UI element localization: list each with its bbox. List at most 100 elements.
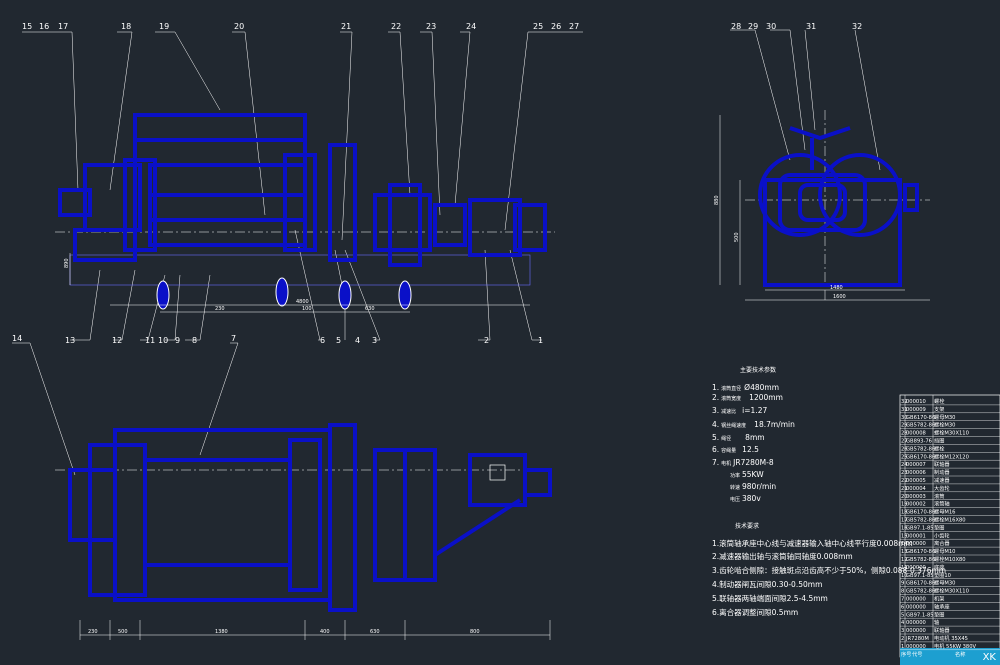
front-bottom-balloons: 13 12 11 10 9 8 6 5 4 3 2 1 bbox=[65, 336, 543, 345]
requirements-block: 技术要求 1.滚筒轴承座中心线与减速器输入轴中心线平行度0.008mm 2.减速… bbox=[712, 522, 946, 617]
title-block-footer bbox=[900, 648, 1000, 665]
balloon-29: 29 bbox=[748, 22, 758, 31]
spec-key: 绳径 bbox=[721, 435, 731, 442]
spec-key: 滚筒宽度 bbox=[721, 395, 741, 402]
footer-no: 序号 bbox=[901, 650, 911, 658]
table-cell-no: 11 bbox=[901, 565, 908, 571]
table-cell-code: 000005 bbox=[906, 478, 926, 484]
spec-no: 7. bbox=[712, 458, 719, 467]
table-cell-no: 5 bbox=[901, 612, 904, 618]
table-cell-no: 20 bbox=[901, 494, 908, 500]
balloon-11: 11 bbox=[145, 336, 155, 345]
front-dim-height: 890 bbox=[64, 258, 70, 268]
requirement-3: 3.齿轮啮合侧隙：接触斑点沿齿高不少于50%，侧隙0.088-0.376mm bbox=[712, 565, 946, 575]
anchor-bolts bbox=[156, 277, 412, 310]
table-cell-no: 25 bbox=[901, 454, 908, 460]
table-cell-name: 螺栓M30X110 bbox=[934, 587, 969, 595]
plan-view: 230 500 1380 400 630 800 14 7 bbox=[12, 334, 552, 640]
balloon-5: 5 bbox=[336, 336, 341, 345]
table-cell-code: 000000 bbox=[906, 541, 926, 547]
handwheel bbox=[789, 126, 851, 141]
table-cell-code: 000000 bbox=[906, 604, 926, 610]
table-cell-no: 2 bbox=[901, 636, 904, 642]
table-cell-no: 8 bbox=[901, 589, 904, 595]
balloon-1: 1 bbox=[538, 336, 543, 345]
balloon-18: 18 bbox=[121, 22, 131, 31]
spec-key: 滚筒直径 bbox=[721, 385, 741, 392]
plan-dim-6: 800 bbox=[470, 629, 480, 635]
side-dim-center: 500 bbox=[734, 232, 740, 242]
table-cell-name: 垫圈 bbox=[934, 523, 944, 531]
plan-gear bbox=[328, 423, 357, 612]
table-cell-code: 000001 bbox=[906, 533, 926, 539]
spec-val: i=1.27 bbox=[742, 406, 767, 415]
table-cell-no: 32 bbox=[901, 399, 908, 405]
table-cell-name: 减速器 bbox=[934, 476, 950, 484]
table-cell-code: GB6170-86 bbox=[906, 581, 935, 587]
table-cell-code: JR7280M bbox=[905, 636, 929, 642]
balloon-17: 17 bbox=[58, 22, 68, 31]
table-cell-code: 000006 bbox=[906, 470, 926, 476]
front-dim-2: 100 bbox=[302, 306, 312, 312]
table-cell-no: 14 bbox=[901, 541, 908, 547]
table-cell-no: 19 bbox=[901, 502, 908, 508]
table-cell-code: GB5782-86 bbox=[906, 518, 935, 524]
table-cell-no: 9 bbox=[901, 581, 904, 587]
spec-no: 2. bbox=[712, 393, 719, 402]
table-cell-code: 000000 bbox=[906, 644, 926, 650]
side-view: 880 500 1480 1600 28 29 30 31 32 bbox=[714, 22, 930, 301]
table-cell-name: 联轴器 bbox=[934, 460, 950, 468]
table-cell-no: 18 bbox=[901, 510, 908, 516]
side-dim-height: 880 bbox=[714, 195, 720, 205]
front-view: 890 230 100 630 4800 15 16 17 18 19 20 2… bbox=[22, 22, 583, 345]
spec-val: 12.5 bbox=[742, 445, 759, 454]
side-drum-circle bbox=[758, 153, 842, 237]
table-cell-no: 3 bbox=[901, 628, 904, 634]
table-cell-no: 30 bbox=[901, 415, 908, 421]
balloon-14: 14 bbox=[12, 334, 22, 343]
balloon-27: 27 bbox=[569, 22, 579, 31]
table-cell-name: 垫圈10 bbox=[934, 571, 951, 579]
table-cell-name: 轴 bbox=[934, 618, 939, 626]
spec-val: 1200mm bbox=[749, 393, 783, 402]
table-cell-name: 螺栓M10X80 bbox=[934, 555, 966, 563]
table-cell-no: 4 bbox=[901, 620, 905, 626]
large-gear bbox=[328, 143, 357, 262]
balloon-4: 4 bbox=[355, 336, 360, 345]
spec-key: 功率 bbox=[730, 472, 740, 479]
table-cell-no: 13 bbox=[901, 549, 908, 555]
spec-val: 18.7m/min bbox=[754, 420, 795, 429]
side-balloons: 28 29 30 31 32 bbox=[731, 22, 862, 31]
side-leader-lines bbox=[730, 29, 881, 171]
balloon-6: 6 bbox=[320, 336, 325, 345]
table-cell-code: 000007 bbox=[906, 462, 926, 468]
spec-key: 钢丝绳速度 bbox=[721, 422, 746, 429]
table-cell-code: 000000 bbox=[906, 597, 926, 603]
table-cell-no: 7 bbox=[901, 597, 904, 603]
plan-dim-2: 500 bbox=[118, 629, 128, 635]
table-cell-name: 支架 bbox=[934, 405, 944, 413]
spec-val: 380v bbox=[742, 494, 761, 503]
table-cell-name: 联轴器 bbox=[934, 626, 950, 634]
requirements-title: 技术要求 bbox=[735, 522, 759, 530]
side-dimensions bbox=[719, 115, 930, 301]
table-cell-name: 螺栓 bbox=[934, 444, 945, 452]
table-cell-code: 000000 bbox=[906, 565, 926, 571]
table-cell-no: 26 bbox=[901, 446, 908, 452]
plan-dim-4: 400 bbox=[320, 629, 330, 635]
table-cell-no: 1 bbox=[901, 644, 904, 650]
table-cell-code: GB97.1-85 bbox=[906, 525, 934, 531]
table-cell-name: 大齿轮 bbox=[934, 484, 950, 492]
table-cell-code: GB5782-86 bbox=[906, 557, 935, 563]
table-cell-code: GB6170-86 bbox=[906, 549, 935, 555]
balloon-8: 8 bbox=[192, 336, 197, 345]
front-dim-1: 230 bbox=[215, 306, 225, 312]
requirement-5: 5.联轴器两轴端面间隙2.5-4.5mm bbox=[712, 593, 828, 603]
